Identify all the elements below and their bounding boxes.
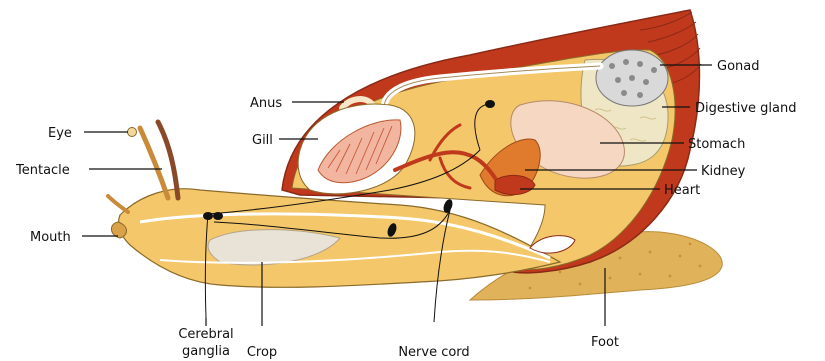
label-anus: Anus: [250, 96, 282, 111]
small-tentacle: [108, 196, 128, 212]
eye-organ: [128, 128, 137, 137]
label-tentacle: Tentacle: [15, 163, 70, 178]
label-crop: Crop: [247, 345, 277, 360]
label-digestive-gland: Digestive gland: [695, 101, 797, 116]
label-mouth: Mouth: [30, 230, 71, 245]
label-foot: Foot: [591, 335, 619, 350]
label-gonad: Gonad: [717, 59, 760, 74]
label-nerve-cord: Nerve cord: [398, 345, 469, 360]
label-gill: Gill: [252, 133, 273, 148]
tentacle-organ-2: [158, 122, 178, 198]
label-heart: Heart: [664, 183, 700, 198]
label-ganglia: ganglia: [182, 344, 230, 359]
label-stomach: Stomach: [688, 137, 745, 152]
label-cerebral: Cerebral: [178, 327, 233, 342]
label-kidney: Kidney: [701, 164, 746, 179]
label-eye: Eye: [48, 126, 72, 141]
